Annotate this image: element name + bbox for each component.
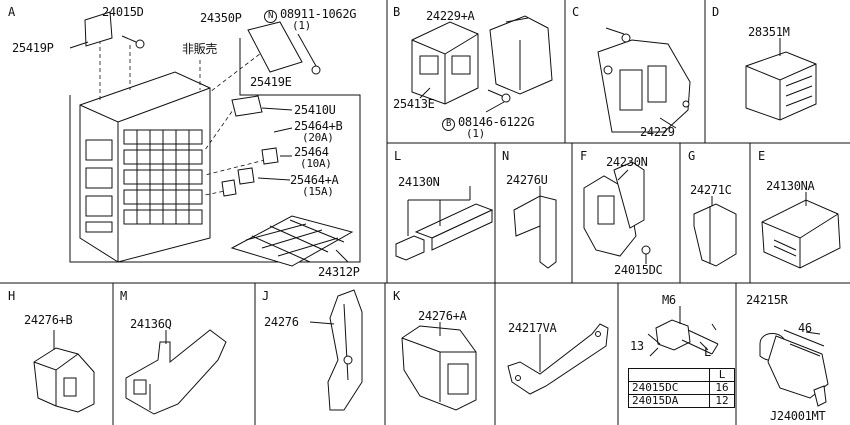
- part-24217va: 24217VA: [508, 321, 557, 335]
- part-24229: 24229: [640, 125, 675, 139]
- section-label-f: F: [580, 149, 588, 163]
- part-25419e: 25419E: [250, 75, 292, 89]
- part-28351m: 28351M: [748, 25, 790, 39]
- dimension-l: L: [704, 345, 711, 359]
- part-24015dc: 24015DC: [614, 263, 663, 277]
- section-label-a: A: [8, 5, 16, 19]
- part-24276-b: 24276+B: [24, 313, 73, 327]
- section-e-drawing: [761, 192, 841, 269]
- section-label-h: H: [8, 289, 16, 303]
- table-row: 24015DA 12: [628, 394, 735, 408]
- part-24271c: 24271C: [690, 183, 732, 197]
- part-24130na: 24130NA: [766, 179, 815, 193]
- section-c-drawing: [597, 27, 691, 133]
- section-h-drawing: [33, 330, 95, 413]
- part-24229-a: 24229+A: [426, 9, 475, 23]
- table-cell: 16: [709, 381, 735, 395]
- part-25413e: 25413E: [393, 97, 435, 111]
- fuse-block-drawing: [69, 11, 361, 267]
- part-08146-qty: (1): [466, 127, 485, 140]
- part-24136q: 24136Q: [130, 317, 172, 331]
- section-n-drawing: [513, 186, 557, 269]
- section-24215r-drawing: [759, 329, 829, 407]
- section-label-d: D: [712, 5, 720, 19]
- section-label-j: J: [262, 289, 270, 303]
- screw-spec-drawing: [647, 306, 719, 357]
- section-g-drawing: [693, 196, 737, 267]
- part-25464: 25464: [294, 145, 329, 159]
- section-d-drawing: [745, 38, 817, 121]
- section-f-drawing: [583, 161, 651, 264]
- section-j-drawing: [309, 289, 363, 411]
- dimension-13: 13: [630, 339, 644, 353]
- diagram-id: J24001MT: [770, 409, 826, 423]
- dimension-m6: M6: [662, 293, 676, 307]
- section-label-k: K: [393, 289, 401, 303]
- section-k-drawing: [401, 322, 477, 411]
- table-cell: 24015DA: [628, 394, 710, 408]
- section-label-l: L: [394, 149, 402, 163]
- part-25464-b-amp: (20A): [302, 131, 334, 144]
- part-25464-a-amp: (15A): [302, 185, 334, 198]
- part-08911-qty: (1): [292, 19, 311, 32]
- part-24276: 24276: [264, 315, 299, 329]
- section-label-b: B: [393, 5, 401, 19]
- table-cell: 12: [709, 394, 735, 408]
- section-b-drawing: [411, 15, 553, 113]
- section-label-c: C: [572, 5, 580, 19]
- screw-length-table: L 24015DC 16 24015DA 12: [628, 368, 735, 408]
- section-label-g: G: [688, 149, 696, 163]
- part-08911-1062g: 08911-1062G: [280, 7, 357, 21]
- part-25410u: 25410U: [294, 103, 336, 117]
- part-24015d: 24015D: [102, 5, 144, 19]
- part-24215r: 24215R: [746, 293, 788, 307]
- table-header-cell: L: [709, 368, 735, 382]
- circled-b-symbol: B: [442, 116, 455, 131]
- section-label-e: E: [758, 149, 766, 163]
- part-08146-6122g: 08146-6122G: [458, 115, 535, 129]
- part-25464-amp: (10A): [300, 157, 332, 170]
- part-25464-b: 25464+B: [294, 119, 343, 133]
- part-24276u: 24276U: [506, 173, 548, 187]
- part-24312p: 24312P: [318, 265, 360, 279]
- part-25464-a: 25464+A: [290, 173, 339, 187]
- part-24350p: 24350P: [200, 11, 242, 25]
- dimension-46: 46: [798, 321, 812, 335]
- table-row: 24015DC 16: [628, 381, 735, 395]
- part-25419p: 25419P: [12, 41, 54, 55]
- section-24217va-drawing: [507, 323, 609, 395]
- table-cell: 24015DC: [628, 381, 710, 395]
- section-label-n: N: [502, 149, 510, 163]
- section-label-m: M: [120, 289, 128, 303]
- section-m-drawing: [125, 329, 227, 415]
- section-l-drawing: [395, 186, 494, 261]
- table-header-row: L: [628, 368, 735, 382]
- part-24276-a: 24276+A: [418, 309, 467, 323]
- table-header-cell: [628, 368, 710, 382]
- part-24230n: 24230N: [606, 155, 648, 169]
- not-for-sale-label: 非販売: [182, 42, 218, 56]
- part-24130n: 24130N: [398, 175, 440, 189]
- circled-n-symbol: N: [264, 8, 277, 23]
